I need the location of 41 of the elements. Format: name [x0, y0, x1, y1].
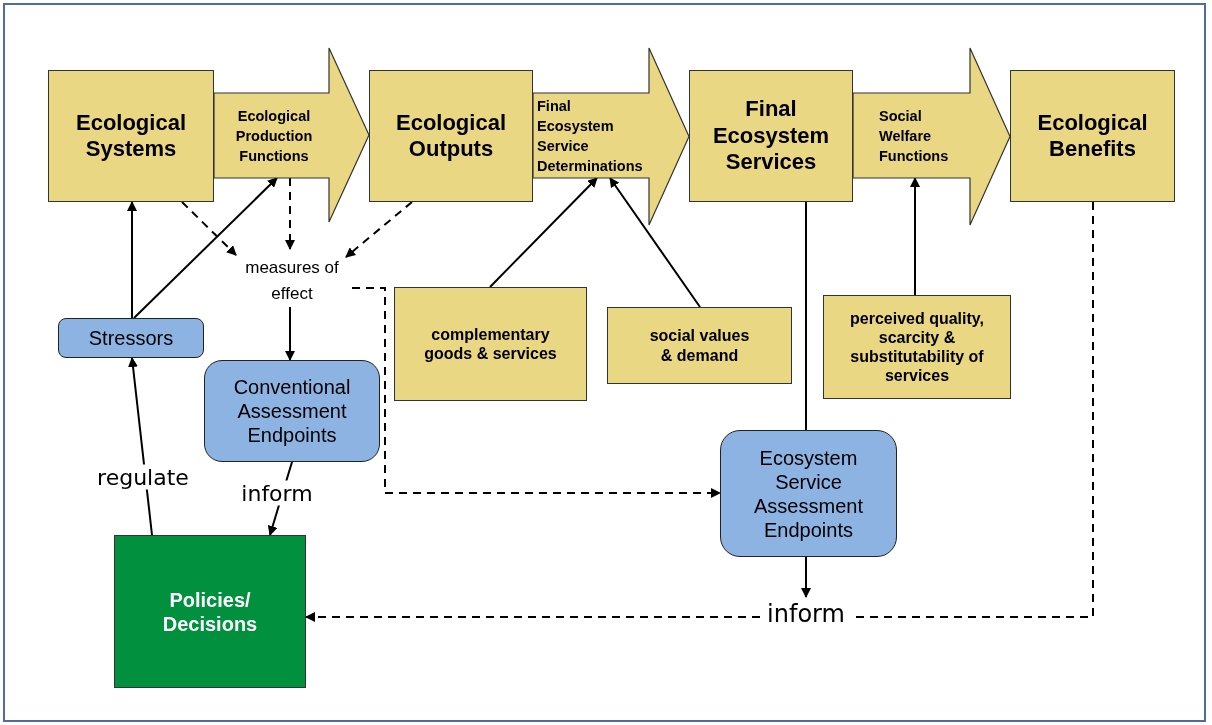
stage-title: Final Ecosystem Services	[711, 96, 831, 176]
dashed-arrow	[181, 201, 237, 256]
factor-label: perceived quality, scarcity & substitutability of services	[849, 308, 985, 386]
decision-label: Policies/ Decisions	[161, 587, 259, 636]
stage-box	[1010, 70, 1175, 202]
arrow	[910, 177, 920, 296]
stage-title: Ecological Outputs	[394, 109, 507, 163]
endpoint-box	[720, 430, 897, 557]
factor-box	[607, 307, 792, 384]
dashed-arrow	[351, 287, 721, 498]
factor-label: complementary goods & services	[423, 324, 558, 364]
arrow	[133, 177, 278, 319]
dashed-arrow	[345, 201, 413, 258]
stage-box	[369, 70, 533, 202]
factor-label: social values & demand	[648, 326, 751, 365]
endpoint-box	[204, 360, 380, 462]
arrow-label: Final Ecosystem Service Determinations	[537, 96, 641, 176]
arrow	[489, 177, 598, 288]
factor-box	[823, 295, 1011, 399]
stage-title: Ecological Benefits	[1036, 109, 1149, 163]
stage-title: Ecological Systems	[74, 109, 187, 163]
arrow-label: Ecological Production Functions	[234, 106, 314, 166]
endpoint-box	[58, 318, 204, 358]
arrow-label: Social Welfare Functions	[879, 106, 950, 166]
endpoint-label: Stressors	[88, 326, 174, 350]
arrow	[285, 306, 295, 361]
dashed-arrow	[305, 612, 761, 622]
arrow	[127, 201, 137, 319]
dashed-arrow	[285, 177, 295, 250]
process-arrow	[213, 47, 370, 223]
factor-box	[394, 287, 587, 401]
decision-box	[114, 535, 306, 688]
effect-label: measures of effect	[244, 257, 340, 305]
stage-box	[689, 70, 853, 202]
arrow	[801, 556, 811, 598]
stage-box	[48, 70, 214, 202]
endpoint-label: Conventional Assessment Endpoints	[232, 375, 352, 447]
arrow	[609, 177, 701, 308]
process-arrow	[852, 47, 1011, 226]
process-arrow	[532, 47, 690, 226]
endpoint-label: Ecosystem Service Assessment Endpoints	[753, 445, 864, 542]
